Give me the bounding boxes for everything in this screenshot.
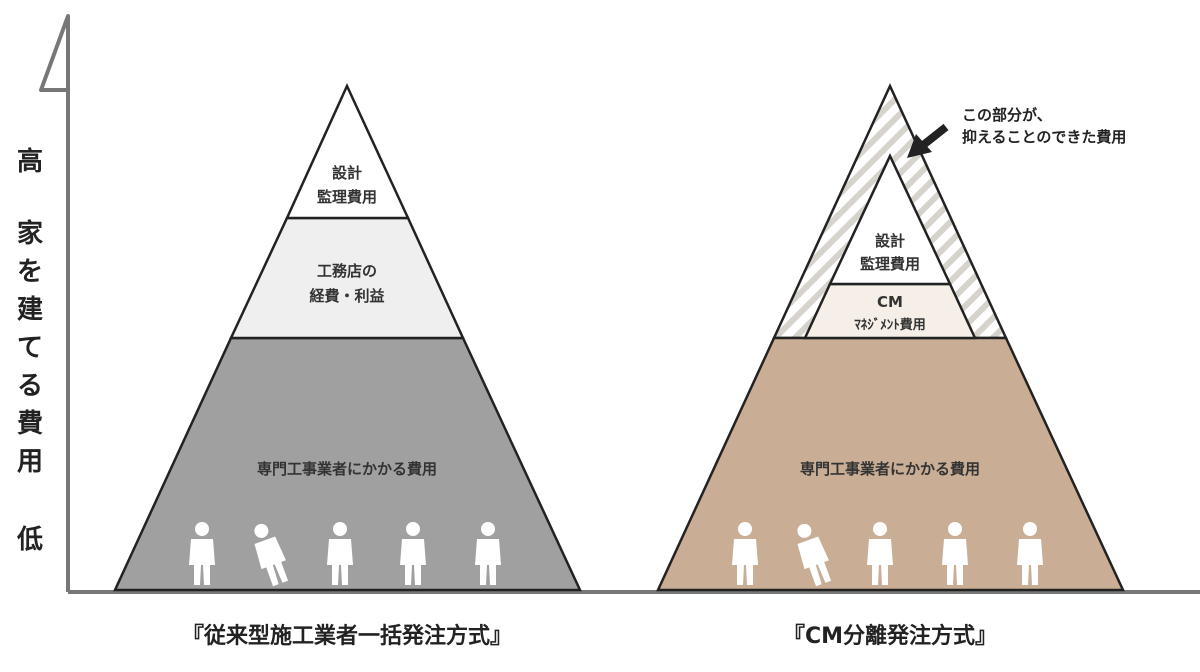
axis-title-char: 建 [17, 295, 43, 325]
savings-note: 抑えることのできた費用 [962, 128, 1126, 146]
axis-title-char: を [17, 257, 43, 287]
right-middle-label: CM [877, 293, 903, 311]
axis-title-char: る [17, 371, 43, 401]
left-pyramid: 設計 監理費用 工務店の 経費・利益 専門工事業者にかかる費用 『従来型施工業者… [113, 82, 582, 649]
axis-title-char: て [17, 333, 43, 363]
left-middle-label: 経費・利益 [309, 287, 384, 305]
right-top-label: 設計 [875, 232, 905, 250]
left-top-tier [285, 82, 410, 220]
left-top-label: 設計 [332, 164, 362, 182]
arrow-icon [907, 123, 949, 158]
axis-high-label: 高 [17, 146, 43, 177]
vertical-axis [39, 14, 1200, 594]
right-top-label: 監理費用 [860, 255, 920, 273]
right-caption: 『CM分離発注方式』 [783, 623, 997, 649]
axis-title-char: 用 [17, 447, 43, 477]
left-caption: 『従来型施工業者一括発注方式』 [182, 623, 512, 649]
right-bottom-tier [656, 336, 1125, 592]
left-bottom-label: 専門工事業者にかかる費用 [257, 460, 437, 478]
right-middle-label: ﾏﾈｼﾞﾒﾝﾄ費用 [854, 317, 926, 333]
right-bottom-label: 専門工事業者にかかる費用 [800, 460, 980, 478]
right-pyramid: 設計 監理費用 CM ﾏﾈｼﾞﾒﾝﾄ費用 専門工事業者にかかる費用 『CM分離発… [656, 83, 1125, 649]
left-top-label: 監理費用 [317, 188, 377, 206]
axis-title-char: 費 [17, 409, 43, 439]
axis-title-char: 家 [17, 218, 43, 249]
left-middle-label: 工務店の [317, 262, 377, 280]
right-top-tier [828, 153, 952, 286]
axis-low-label: 低 [16, 525, 43, 555]
savings-note: この部分が、 [962, 106, 1052, 124]
